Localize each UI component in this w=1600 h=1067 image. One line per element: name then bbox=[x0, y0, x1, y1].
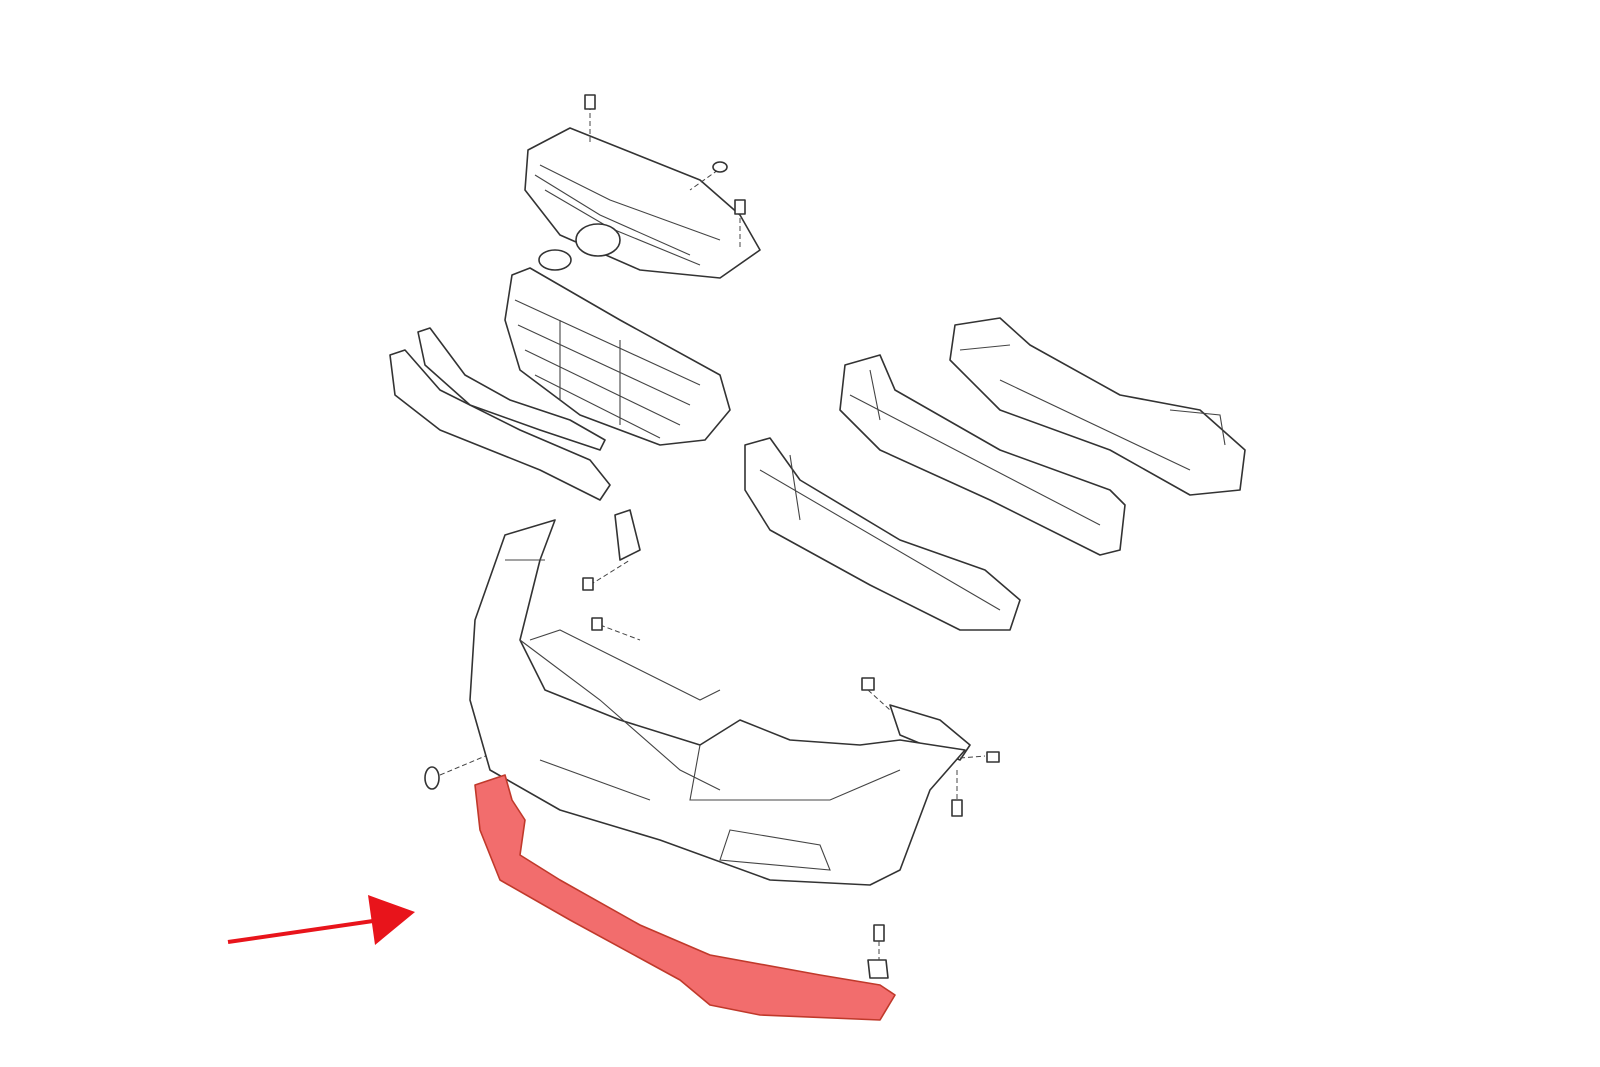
emblem-icon bbox=[538, 249, 572, 271]
brackets-and-clips bbox=[424, 509, 1000, 817]
bumper-absorber bbox=[744, 437, 1021, 631]
front-bumper-cover bbox=[469, 519, 966, 886]
lip-fastener bbox=[867, 924, 889, 979]
bumper-beam-upper bbox=[949, 317, 1246, 496]
pointer-arrow bbox=[227, 895, 415, 945]
fasteners-top bbox=[584, 94, 746, 250]
radiator-grille bbox=[504, 267, 731, 446]
upper-grille-cover bbox=[524, 127, 761, 279]
bumper-beam-middle bbox=[839, 354, 1126, 556]
grille-moldings bbox=[389, 327, 611, 501]
lower-bumper-lip-highlighted bbox=[474, 774, 896, 1021]
